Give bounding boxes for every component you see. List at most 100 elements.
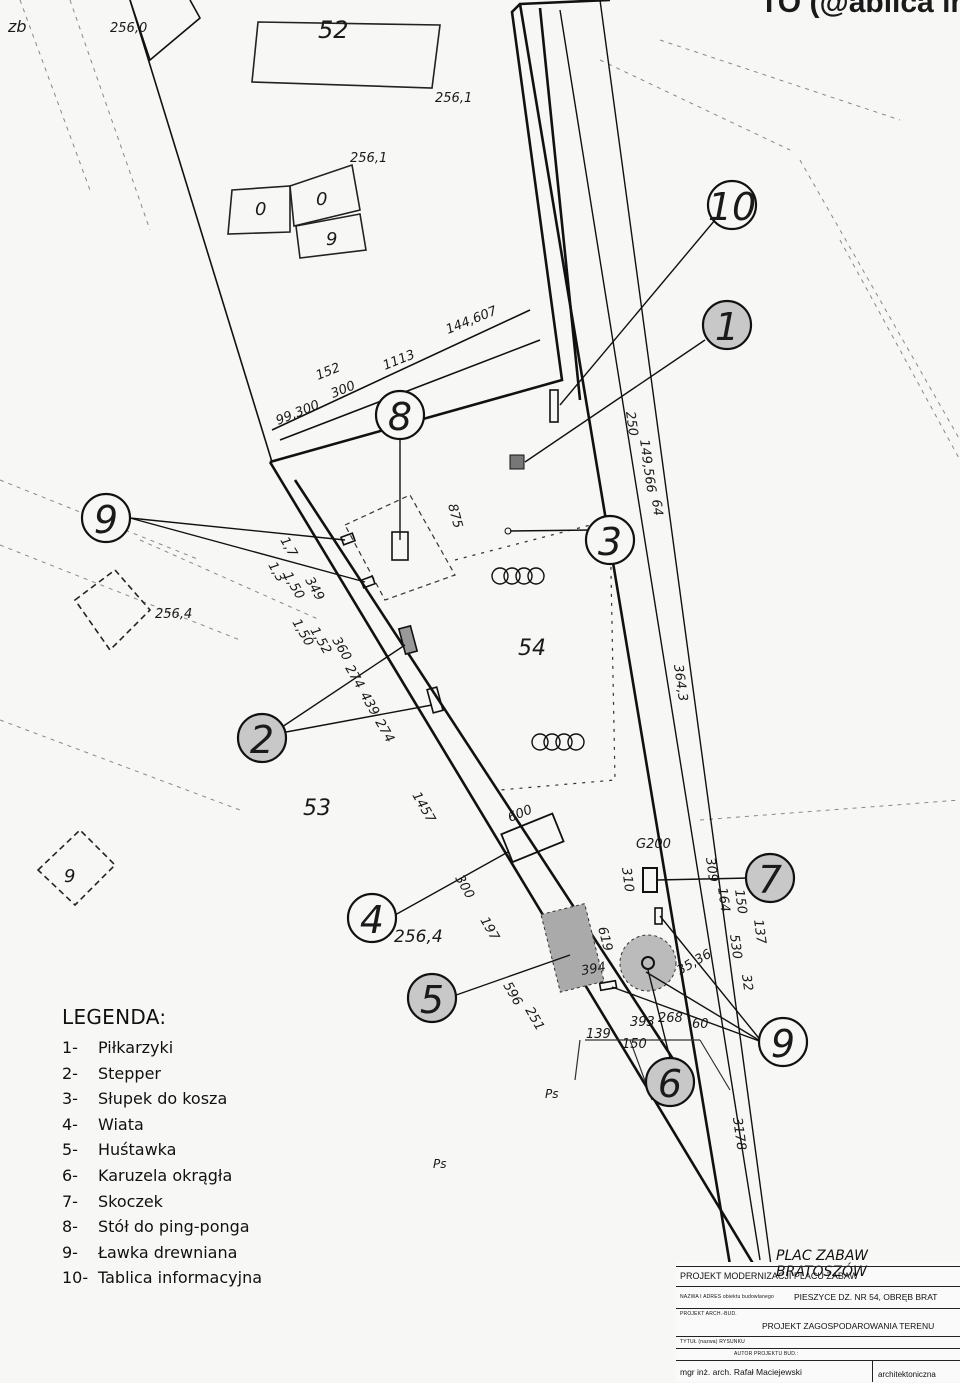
dimension-label: 364,3 xyxy=(670,663,690,702)
callout-5 xyxy=(406,972,458,1024)
dimension-label: 268 xyxy=(658,1011,683,1026)
legend-item: 3-Słupek do kosza xyxy=(62,1089,228,1109)
dimension-label: 1113 xyxy=(381,347,417,373)
elevation-label: 256,4 xyxy=(155,607,192,622)
title-block-row: NAZWA I ADRES obiektu budowlanego PIESZY… xyxy=(676,1286,960,1307)
misc-marks: Ps Ps xyxy=(433,1087,559,1171)
callout-3 xyxy=(584,514,636,566)
dimension-label: 300 xyxy=(329,379,358,402)
title-block-row: AUTOR PROJEKTU BUD.: xyxy=(676,1348,960,1361)
building-label: 0 xyxy=(316,189,327,210)
elevation-label: 256,1 xyxy=(350,151,387,166)
legend-item: 9-Ławka drewniana xyxy=(62,1242,238,1262)
author-label: AUTOR PROJEKTU BUD.: xyxy=(734,1351,799,1357)
title-block-row: mgr inż. arch. Rafał Maciejewski archite… xyxy=(676,1360,960,1383)
dimension-label: 150 xyxy=(731,888,749,915)
dimension-label: 1457 xyxy=(409,790,439,827)
dimension-label: 310 xyxy=(618,866,636,893)
elevation-label: zb xyxy=(7,17,27,36)
callout-7-label: 7 xyxy=(758,858,782,902)
dimension-label: 32 xyxy=(738,973,755,991)
building-label: 9 xyxy=(64,866,75,887)
title-block-row: TYTUŁ (nazwa) RYSUNKU xyxy=(676,1336,960,1351)
callout-1-label: 1 xyxy=(715,305,739,349)
parcel-52-boundary xyxy=(129,0,541,463)
legend-item: 10-Tablica informacyjna xyxy=(62,1268,263,1288)
callout-4-label: 4 xyxy=(360,898,384,942)
address-value: PIESZYCE DZ. NR 54, OBRĘB BRAT xyxy=(794,1292,938,1302)
discipline: architektoniczna xyxy=(878,1370,936,1379)
callout-circles: 10 1 8 9 3 2 7 4 5 9 6 xyxy=(80,179,809,1108)
drawing-label: TYTUŁ (nazwa) RYSUNKU xyxy=(680,1339,745,1345)
title-block: PLAC ZABAW BRATOSZÓW PROJEKT MODERNIZACJ… xyxy=(676,1248,960,1383)
dimension-label: 164 xyxy=(714,886,732,913)
dimension-label: 99,300 xyxy=(274,398,322,429)
dimension-label: 144,607 xyxy=(444,303,500,337)
callout-9b-label: 9 xyxy=(771,1022,795,1066)
legend-title: LEGENDA: xyxy=(62,1005,167,1029)
dimension-label: 274 xyxy=(372,717,397,746)
neighbor-buildings xyxy=(36,21,441,907)
parcel-labels: 52 54 53 0 0 9 9 xyxy=(64,16,546,887)
address-label: NAZWA I ADRES obiektu budowlanego xyxy=(680,1294,774,1300)
carousel-symbol xyxy=(619,934,677,992)
drawing-title: PROJEKT ZAGOSPODAROWANIA TERENU xyxy=(762,1321,935,1331)
dimension-label: 394 xyxy=(580,960,607,979)
dimension-label: 197 xyxy=(477,915,503,945)
title-block-row: PROJEKT ARCH.-BUD. xyxy=(676,1308,960,1323)
legend-item: 6-Karuzela okrągła xyxy=(62,1165,233,1185)
dimension-label: 309 xyxy=(702,856,720,883)
equipment-symbols xyxy=(339,389,677,993)
callout-8-label: 8 xyxy=(388,395,412,439)
dimension-label: 393 xyxy=(630,1015,655,1030)
dimension-label: 152 xyxy=(314,361,343,384)
callout-leader-lines xyxy=(129,219,763,1059)
legend-item: 4-Wiata xyxy=(62,1114,144,1134)
misc-mark: Ps xyxy=(433,1157,447,1171)
dimension-label: G200 xyxy=(636,837,671,852)
dimension-label: 60 xyxy=(692,1017,709,1032)
bench-symbol xyxy=(654,907,663,925)
parcel-54-label: 54 xyxy=(518,636,546,661)
title-block-row: PROJEKT MODERNIZACJI PLACU ZABAW xyxy=(676,1266,960,1285)
dimension-label: 1,50 xyxy=(280,570,307,603)
olympic-rings-symbol xyxy=(531,733,585,751)
callout-5-label: 5 xyxy=(420,978,444,1022)
building-label: 9 xyxy=(326,229,337,250)
dimension-label: 139 xyxy=(586,1027,611,1042)
legend-item: 1-Piłkarzyki xyxy=(62,1038,174,1057)
dimension-label: 137 xyxy=(750,918,768,945)
callout-2-label: 2 xyxy=(250,718,274,762)
bench-symbol xyxy=(598,979,618,992)
project-name: PROJEKT MODERNIZACJI PLACU ZABAW xyxy=(680,1271,859,1281)
dimension-label: 1,7 xyxy=(277,535,301,561)
dimension-label: 251 xyxy=(522,1005,547,1034)
callout-9 xyxy=(80,492,132,544)
dimension-label: 35,36 xyxy=(675,947,715,979)
elevation-labels: 256,0 256,1 256,1 256,4 256,4 zb xyxy=(7,17,472,947)
legend-item: 7-Skoczek xyxy=(62,1191,163,1211)
building-label: 0 xyxy=(255,199,266,220)
callout-9b xyxy=(757,1016,809,1068)
dimension-label: 349 xyxy=(302,575,327,604)
legend-item: 8-Stół do ping-ponga xyxy=(62,1217,250,1237)
dimension-label: 149,566 xyxy=(636,438,658,493)
elevation-label: 256,1 xyxy=(435,91,472,106)
olympic-rings-symbol xyxy=(491,567,545,585)
callout-10-label: 10 xyxy=(708,185,756,229)
stepper-symbol xyxy=(426,686,444,714)
cropped-header-text: TO (@ablica infe xyxy=(760,0,960,19)
callout-6-label: 6 xyxy=(658,1062,682,1106)
callout-8 xyxy=(374,389,426,441)
dimension-label: 274 xyxy=(342,663,367,692)
info-board-symbol xyxy=(549,389,559,423)
callout-2 xyxy=(236,712,288,764)
background-parcel-lines xyxy=(0,0,960,821)
foosball-symbol xyxy=(509,454,525,470)
bench-symbol xyxy=(359,575,377,589)
misc-mark: Ps xyxy=(545,1087,559,1101)
author-value: mgr inż. arch. Rafał Maciejewski xyxy=(680,1367,802,1377)
dimension-label: 530 xyxy=(726,933,744,960)
callout-4 xyxy=(346,892,398,944)
